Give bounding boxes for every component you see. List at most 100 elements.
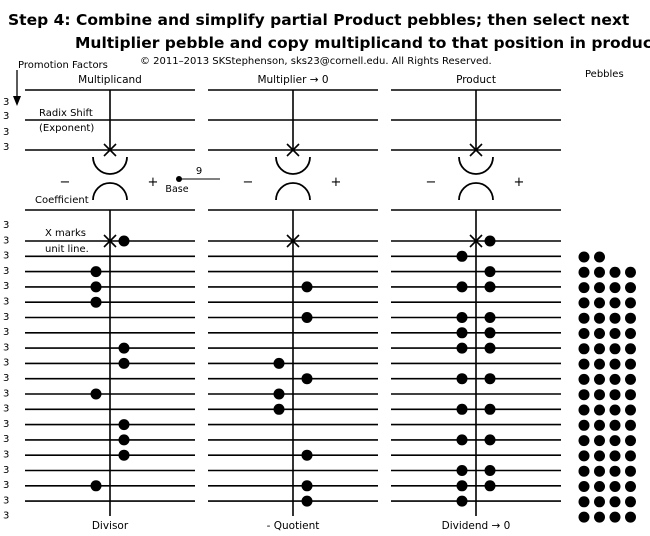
pebble-multiplier[interactable] bbox=[301, 449, 313, 461]
supply-pebble[interactable] bbox=[594, 450, 605, 462]
supply-pebble[interactable] bbox=[625, 465, 636, 477]
pebble-product[interactable] bbox=[484, 434, 496, 446]
pebble-multiplicand[interactable] bbox=[118, 419, 130, 431]
supply-pebble[interactable] bbox=[594, 435, 605, 447]
supply-pebble[interactable] bbox=[625, 511, 636, 523]
pebble-product[interactable] bbox=[456, 480, 468, 492]
pebble-product[interactable] bbox=[484, 281, 496, 293]
supply-pebble[interactable] bbox=[578, 358, 590, 370]
supply-pebble[interactable] bbox=[594, 297, 605, 309]
pebble-multiplicand[interactable] bbox=[90, 388, 102, 400]
supply-pebble[interactable] bbox=[594, 389, 605, 401]
pebble-product[interactable] bbox=[456, 250, 468, 262]
supply-pebble[interactable] bbox=[625, 419, 636, 431]
pebble-multiplicand[interactable] bbox=[118, 449, 130, 461]
supply-pebble[interactable] bbox=[578, 404, 590, 416]
supply-pebble[interactable] bbox=[594, 343, 605, 355]
supply-pebble[interactable] bbox=[625, 343, 636, 355]
supply-pebble[interactable] bbox=[578, 389, 590, 401]
supply-pebble[interactable] bbox=[609, 435, 621, 447]
pebble-product[interactable] bbox=[484, 312, 496, 323]
pebble-product[interactable] bbox=[484, 327, 496, 339]
supply-pebble[interactable] bbox=[609, 511, 621, 523]
pebble-product[interactable] bbox=[484, 373, 496, 385]
pebble-product[interactable] bbox=[484, 235, 496, 247]
supply-pebble[interactable] bbox=[594, 328, 605, 339]
supply-pebble[interactable] bbox=[609, 419, 621, 431]
supply-pebble[interactable] bbox=[594, 358, 605, 370]
supply-pebble[interactable] bbox=[594, 266, 605, 278]
supply-pebble[interactable] bbox=[578, 312, 590, 324]
supply-pebble[interactable] bbox=[625, 312, 636, 324]
supply-pebble[interactable] bbox=[609, 312, 621, 324]
pebble-product[interactable] bbox=[456, 281, 468, 293]
pebble-product[interactable] bbox=[484, 403, 496, 415]
supply-pebble[interactable] bbox=[609, 358, 621, 370]
pebble-multiplicand[interactable] bbox=[118, 342, 130, 354]
pebble-multiplicand[interactable] bbox=[90, 266, 102, 278]
pebble-multiplier[interactable] bbox=[301, 312, 313, 323]
supply-pebble[interactable] bbox=[625, 282, 636, 294]
pebble-multiplicand[interactable] bbox=[90, 480, 102, 492]
pebble-multiplier[interactable] bbox=[273, 357, 285, 369]
supply-pebble[interactable] bbox=[578, 450, 590, 462]
supply-pebble[interactable] bbox=[625, 450, 636, 462]
pebble-multiplicand[interactable] bbox=[118, 357, 130, 369]
pebble-product[interactable] bbox=[456, 342, 468, 354]
supply-pebble[interactable] bbox=[578, 343, 590, 355]
supply-pebble[interactable] bbox=[578, 297, 590, 309]
pebble-multiplicand[interactable] bbox=[90, 281, 102, 293]
pebble-product[interactable] bbox=[456, 312, 468, 323]
pebble-product[interactable] bbox=[456, 465, 468, 476]
pebble-product[interactable] bbox=[484, 480, 496, 492]
pebble-multiplicand[interactable] bbox=[118, 434, 130, 446]
supply-pebble[interactable] bbox=[609, 404, 621, 416]
supply-pebble[interactable] bbox=[594, 511, 605, 523]
pebble-product[interactable] bbox=[484, 342, 496, 354]
supply-pebble[interactable] bbox=[578, 435, 590, 447]
pebble-product[interactable] bbox=[456, 373, 468, 385]
supply-pebble[interactable] bbox=[625, 297, 636, 309]
supply-pebble[interactable] bbox=[625, 389, 636, 401]
supply-pebble[interactable] bbox=[609, 328, 621, 339]
supply-pebble[interactable] bbox=[594, 496, 605, 508]
supply-pebble[interactable] bbox=[625, 496, 636, 508]
pebble-product[interactable] bbox=[456, 434, 468, 446]
supply-pebble[interactable] bbox=[609, 481, 621, 492]
supply-pebble[interactable] bbox=[578, 465, 590, 477]
supply-pebble[interactable] bbox=[594, 282, 605, 294]
supply-pebble[interactable] bbox=[609, 343, 621, 355]
supply-pebble[interactable] bbox=[609, 465, 621, 477]
pebble-multiplier[interactable] bbox=[301, 281, 313, 293]
supply-pebble[interactable] bbox=[609, 450, 621, 462]
pebble-multiplicand[interactable] bbox=[118, 235, 130, 247]
supply-pebble[interactable] bbox=[578, 419, 590, 431]
supply-pebble[interactable] bbox=[609, 389, 621, 401]
pebble-multiplier[interactable] bbox=[301, 480, 313, 492]
supply-pebble[interactable] bbox=[609, 266, 621, 278]
supply-pebble[interactable] bbox=[594, 373, 605, 385]
supply-pebble[interactable] bbox=[578, 511, 590, 523]
pebble-product[interactable] bbox=[456, 495, 468, 507]
supply-pebble[interactable] bbox=[578, 481, 590, 492]
supply-pebble[interactable] bbox=[594, 312, 605, 324]
supply-pebble[interactable] bbox=[625, 328, 636, 339]
pebble-multiplicand[interactable] bbox=[90, 296, 102, 308]
supply-pebble[interactable] bbox=[625, 404, 636, 416]
supply-pebble[interactable] bbox=[578, 282, 590, 294]
supply-pebble[interactable] bbox=[578, 328, 590, 339]
supply-pebble[interactable] bbox=[625, 481, 636, 492]
supply-pebble[interactable] bbox=[594, 419, 605, 431]
supply-pebble[interactable] bbox=[625, 266, 636, 278]
supply-pebble[interactable] bbox=[594, 481, 605, 492]
supply-pebble[interactable] bbox=[625, 373, 636, 385]
pebble-multiplier[interactable] bbox=[301, 495, 313, 507]
pebble-product[interactable] bbox=[484, 465, 496, 476]
pebble-multiplier[interactable] bbox=[273, 388, 285, 400]
supply-pebble[interactable] bbox=[609, 282, 621, 294]
supply-pebble[interactable] bbox=[594, 465, 605, 477]
supply-pebble[interactable] bbox=[609, 496, 621, 508]
supply-pebble[interactable] bbox=[578, 373, 590, 385]
pebble-product[interactable] bbox=[484, 266, 496, 278]
